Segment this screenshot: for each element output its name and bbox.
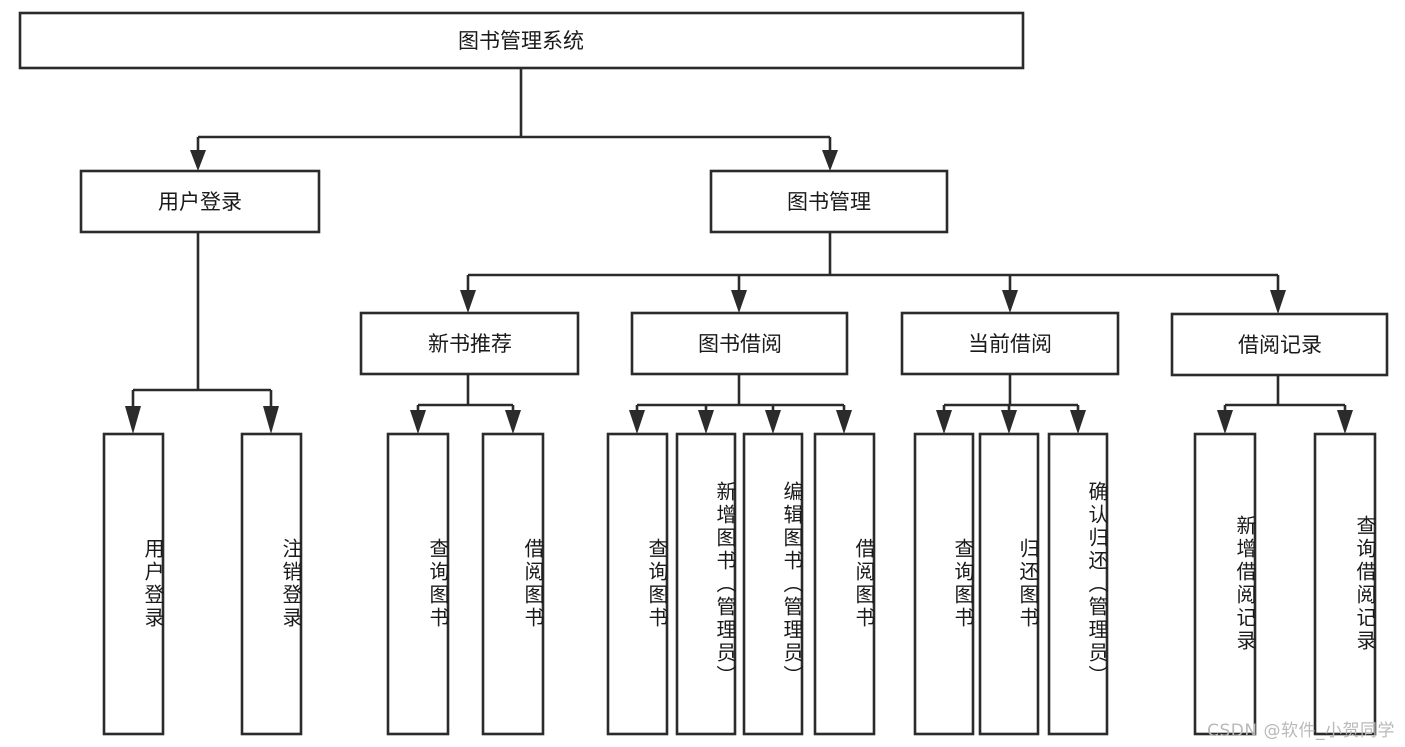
leaf-box-cb-query-book[interactable] (913, 432, 975, 736)
arrowhead-br-leaf1 (1217, 410, 1233, 434)
leaf-boxes-borrow-record (1193, 432, 1377, 736)
leaf-boxes-current-borrow (913, 432, 1109, 736)
arrowhead-book-borrow (731, 290, 747, 313)
leaf-box-br-query-record[interactable] (1313, 432, 1377, 736)
node-borrow-record-box[interactable] (1170, 312, 1389, 377)
leaf-box-nb-query-book[interactable] (386, 432, 450, 736)
connector-group-book-mgmt (460, 232, 1286, 314)
leaf-boxes-user-login (102, 432, 303, 736)
arrowhead-user-login (190, 150, 206, 171)
arrowhead-bb-leaf4 (836, 410, 852, 434)
arrowhead-bb-leaf2 (698, 410, 714, 434)
node-user-login-box[interactable] (79, 169, 321, 234)
arrowhead-leaf-logout (263, 406, 279, 434)
arrowhead-nb-leaf1 (410, 410, 426, 434)
leaf-boxes-new-book-recommend (386, 432, 545, 736)
leaf-box-cb-confirm-return-admin[interactable] (1047, 432, 1109, 736)
arrowhead-bb-leaf1 (629, 410, 645, 434)
leaf-box-cb-return-book[interactable] (978, 432, 1040, 736)
leaf-box-bb-borrow-book[interactable] (813, 432, 876, 736)
node-book-borrow-box[interactable] (630, 311, 849, 376)
node-borrow-record-label: 借阅记录 (1238, 333, 1322, 357)
arrowhead-nb-leaf2 (505, 410, 521, 434)
arrowhead-new-book (460, 290, 476, 313)
node-book-borrow[interactable]: 图书借阅 (630, 311, 849, 376)
node-current-borrow[interactable]: 当前借阅 (900, 311, 1120, 376)
node-book-management-box[interactable] (709, 169, 949, 234)
leaf-box-bb-edit-book-admin[interactable] (742, 432, 804, 736)
node-user-login[interactable]: 用户登录 (79, 169, 321, 234)
node-current-borrow-label: 当前借阅 (968, 332, 1052, 356)
node-book-management-label: 图书管理 (787, 190, 871, 214)
node-new-book-recommend-box[interactable] (359, 311, 580, 376)
connector-group-borrow-record (1217, 375, 1353, 434)
arrowhead-cb-leaf1 (936, 410, 952, 434)
arrowhead-cb-leaf3 (1070, 410, 1086, 434)
node-user-login-label: 用户登录 (158, 190, 242, 214)
arrowhead-book-mgmt (822, 150, 838, 171)
node-root-label: 图书管理系统 (458, 29, 584, 53)
node-borrow-record[interactable]: 借阅记录 (1170, 312, 1389, 377)
arrowhead-bb-leaf3 (765, 410, 781, 434)
connector-group-new-book (410, 374, 521, 434)
arrowhead-br-leaf2 (1337, 410, 1353, 434)
arrowhead-cb-leaf2 (1001, 410, 1017, 434)
node-current-borrow-box[interactable] (900, 311, 1120, 376)
node-book-management[interactable]: 图书管理 (709, 169, 949, 234)
arrowhead-borrow-record (1270, 290, 1286, 314)
node-new-book-recommend[interactable]: 新书推荐 (359, 311, 580, 376)
leaf-box-bb-add-book-admin[interactable] (675, 432, 737, 736)
node-book-borrow-label: 图书借阅 (698, 332, 782, 356)
connector-group-user-login (125, 232, 279, 434)
connector-group-root (190, 68, 838, 171)
arrowhead-current-borrow (1002, 290, 1018, 313)
leaf-box-br-add-record[interactable] (1193, 432, 1257, 736)
node-root-box[interactable] (18, 11, 1025, 70)
connector-group-book-borrow (629, 374, 852, 434)
leaf-box-user-login[interactable] (102, 432, 165, 736)
connector-group-current-borrow (936, 374, 1086, 434)
watermark: CSDN @软件_小贺同学 (1207, 721, 1395, 741)
leaf-box-nb-borrow-book[interactable] (481, 432, 545, 736)
node-root[interactable]: 图书管理系统 (18, 11, 1025, 70)
node-new-book-recommend-label: 新书推荐 (428, 332, 512, 356)
leaf-box-bb-query-book[interactable] (606, 432, 669, 736)
leaf-box-logout[interactable] (240, 432, 303, 736)
arrowhead-leaf-user-login (125, 406, 141, 434)
leaf-boxes-book-borrow (606, 432, 876, 736)
